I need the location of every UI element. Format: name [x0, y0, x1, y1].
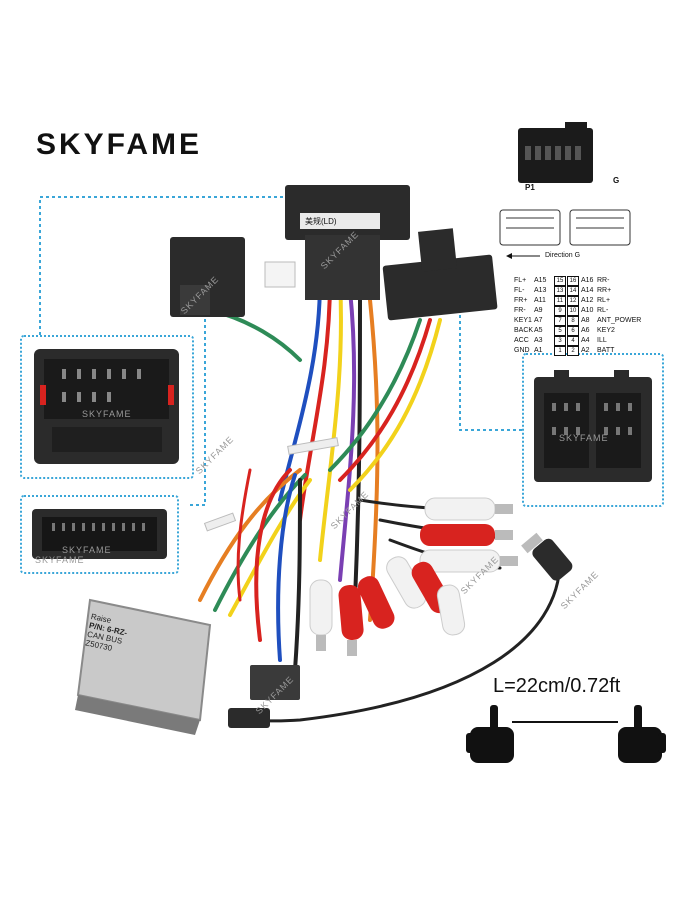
- pin-left-number: 9: [554, 306, 566, 316]
- pin-right-name: KEY2: [597, 327, 615, 334]
- connector-right: [382, 228, 498, 321]
- pin-right-code: A2: [581, 347, 590, 354]
- pin-right-name: RR-: [597, 277, 610, 284]
- pin-right-name: ILL: [597, 337, 607, 344]
- pin-left-number: 11: [554, 296, 566, 306]
- pin-left-code: A3: [534, 337, 543, 344]
- pin-right-code: A12: [581, 297, 594, 304]
- g-label: G: [613, 176, 620, 185]
- pin-right-number: 16: [567, 276, 579, 286]
- callout-leader-left-bottom: [190, 245, 206, 506]
- hand-left-icon: [466, 705, 514, 763]
- pin-left-code: A9: [534, 307, 543, 314]
- connector-bottom-center: [250, 665, 300, 700]
- pin-right-name: ANT_POWER: [597, 317, 642, 324]
- pin-right-name: RL+: [597, 297, 611, 304]
- pin-right-number: 10: [567, 306, 579, 316]
- watermark-text: SKYFAME: [62, 545, 112, 555]
- callout-iso-connector: SKYFAME: [522, 353, 664, 507]
- pin-right-number: 14: [567, 286, 579, 296]
- pin-right-code: A8: [581, 317, 590, 324]
- pin-left-name: FL-: [514, 287, 525, 294]
- pin-left-code: A15: [534, 277, 547, 284]
- connector-top-center: [285, 185, 410, 300]
- pin-left-number: 5: [554, 326, 566, 336]
- pin-left-number: 13: [554, 286, 566, 296]
- pin-left-name: FL+: [514, 277, 527, 284]
- pin-left-number: 3: [554, 336, 566, 346]
- pin-right-name: RL-: [597, 307, 609, 314]
- pin-right-number: 6: [567, 326, 579, 336]
- pin-left-code: A13: [534, 287, 547, 294]
- pin-right-name: RR+: [597, 287, 612, 294]
- pin-left-name: GND: [514, 347, 530, 354]
- pin-right-number: 12: [567, 296, 579, 306]
- pin-left-number: 15: [554, 276, 566, 286]
- watermark-text: SKYFAME: [82, 409, 132, 419]
- pin-left-code: A7: [534, 317, 543, 324]
- pin-left-name: FR-: [514, 307, 526, 314]
- callout-leader-left-top: [39, 196, 292, 335]
- pin-left-code: A11: [534, 297, 546, 304]
- pin-right-code: A6: [581, 327, 590, 334]
- pin-right-name: BATT: [597, 347, 615, 354]
- can-box: [75, 598, 212, 735]
- pin-right-code: A14: [581, 287, 594, 294]
- callout-quadlock-female: SKYFAME: [20, 335, 194, 479]
- pin-left-code: A5: [534, 327, 543, 334]
- pin-right-code: A4: [581, 337, 590, 344]
- brand-logo: SKYFAME: [36, 128, 203, 161]
- pin-right-number: 2: [567, 346, 579, 356]
- callout-plug-small: SKYFAME: [20, 495, 179, 574]
- connector-fakra: [228, 708, 270, 728]
- pin-left-name: ACC: [514, 337, 529, 344]
- pin-right-code: A10: [581, 307, 594, 314]
- antenna-plug: [521, 532, 573, 581]
- watermark-text: SKYFAME: [559, 433, 609, 443]
- pin-right-code: A16: [581, 277, 594, 284]
- pin-right-number: 4: [567, 336, 579, 346]
- pin-left-name: BACK: [514, 327, 534, 334]
- pin-left-number: 7: [554, 316, 566, 326]
- callout-leader-right: [459, 270, 522, 431]
- p1-label: P1: [525, 183, 535, 192]
- connector-diagram: [499, 122, 631, 259]
- pin-right-number: 8: [567, 316, 579, 326]
- connector-top-label: 美规(LD): [305, 217, 337, 226]
- connector-left-top: [170, 237, 245, 317]
- pin-left-number: 1: [554, 346, 566, 356]
- length-label: L=22cm/0.72ft: [493, 675, 621, 697]
- pin-left-name: KEY1: [514, 317, 532, 324]
- pin-left-code: A1: [534, 347, 543, 354]
- connector-small-white: [264, 261, 296, 288]
- direction-label: Direction G: [545, 252, 581, 259]
- pin-left-name: FR+: [514, 297, 528, 304]
- hand-right-icon: [618, 705, 666, 763]
- watermark-text: SKYFAME: [35, 555, 85, 565]
- wire-bundle: [198, 278, 562, 723]
- rca-plugs: [309, 497, 518, 656]
